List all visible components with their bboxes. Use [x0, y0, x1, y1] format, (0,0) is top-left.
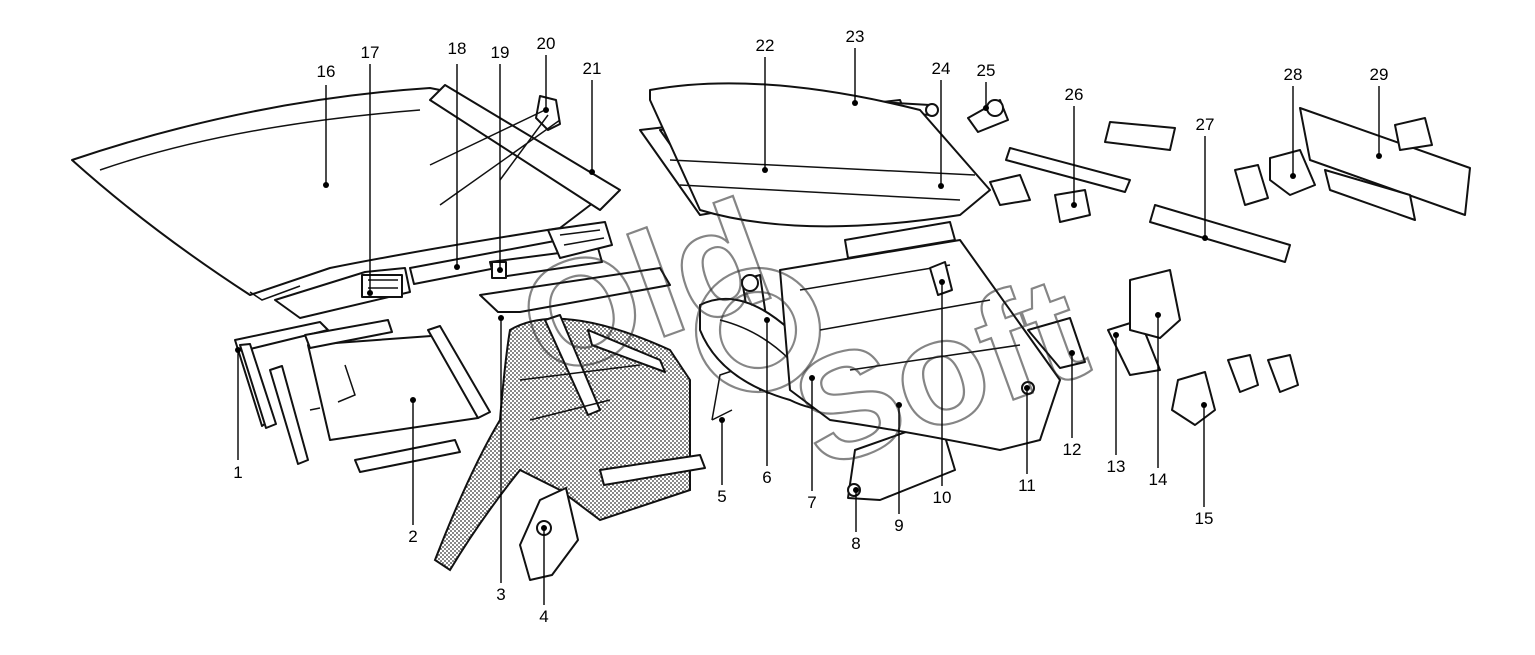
callout-labels: 1 2 3 4 5 6 7 8 9 10 11 12 13 14 15 16 1… [233, 27, 1388, 626]
callout-4: 4 [539, 607, 548, 626]
callout-11: 11 [1018, 476, 1036, 495]
part-10-rear-floor [779, 239, 1061, 451]
callout-24: 24 [932, 59, 951, 78]
callout-12: 12 [1063, 440, 1082, 459]
callout-6: 6 [762, 468, 771, 487]
callout-25: 25 [977, 61, 996, 80]
part-14-panel [1129, 269, 1181, 339]
callout-14: 14 [1149, 470, 1168, 489]
callout-18: 18 [448, 39, 467, 58]
part-24-rear-deck [649, 82, 991, 259]
callout-1: 1 [233, 463, 242, 482]
part-3-quarter-panel [433, 267, 706, 572]
part-1-window-seal [234, 321, 329, 465]
part-27-emblem [1104, 121, 1291, 263]
part-21-rail [547, 221, 613, 259]
callout-13: 13 [1107, 457, 1126, 476]
callout-10: 10 [933, 488, 952, 507]
part-29-rear-valance [1299, 107, 1471, 221]
callout-9: 9 [894, 516, 903, 535]
callout-2: 2 [408, 527, 417, 546]
callout-26: 26 [1065, 85, 1084, 104]
callout-15: 15 [1195, 509, 1214, 528]
callout-5: 5 [717, 487, 726, 506]
callout-28: 28 [1284, 65, 1303, 84]
callout-7: 7 [807, 493, 816, 512]
callout-17: 17 [361, 43, 380, 62]
callout-21: 21 [583, 59, 602, 78]
leader-lines [235, 48, 1382, 605]
part-25-lock [967, 99, 1009, 133]
callout-23: 23 [846, 27, 865, 46]
part-17-roof-bracket [274, 267, 411, 319]
callout-3: 3 [496, 585, 505, 604]
callout-27: 27 [1196, 115, 1215, 134]
part-4-bracket [519, 487, 579, 581]
part-2-rear-window [304, 319, 491, 473]
part-15-clips [1171, 354, 1299, 426]
callout-16: 16 [317, 62, 336, 81]
callout-22: 22 [756, 36, 775, 55]
callout-8: 8 [851, 534, 860, 553]
callout-19: 19 [491, 43, 510, 62]
callout-29: 29 [1370, 65, 1389, 84]
part-26-emblem [989, 147, 1131, 223]
callout-20: 20 [537, 34, 556, 53]
part-28-latch [1234, 149, 1316, 206]
